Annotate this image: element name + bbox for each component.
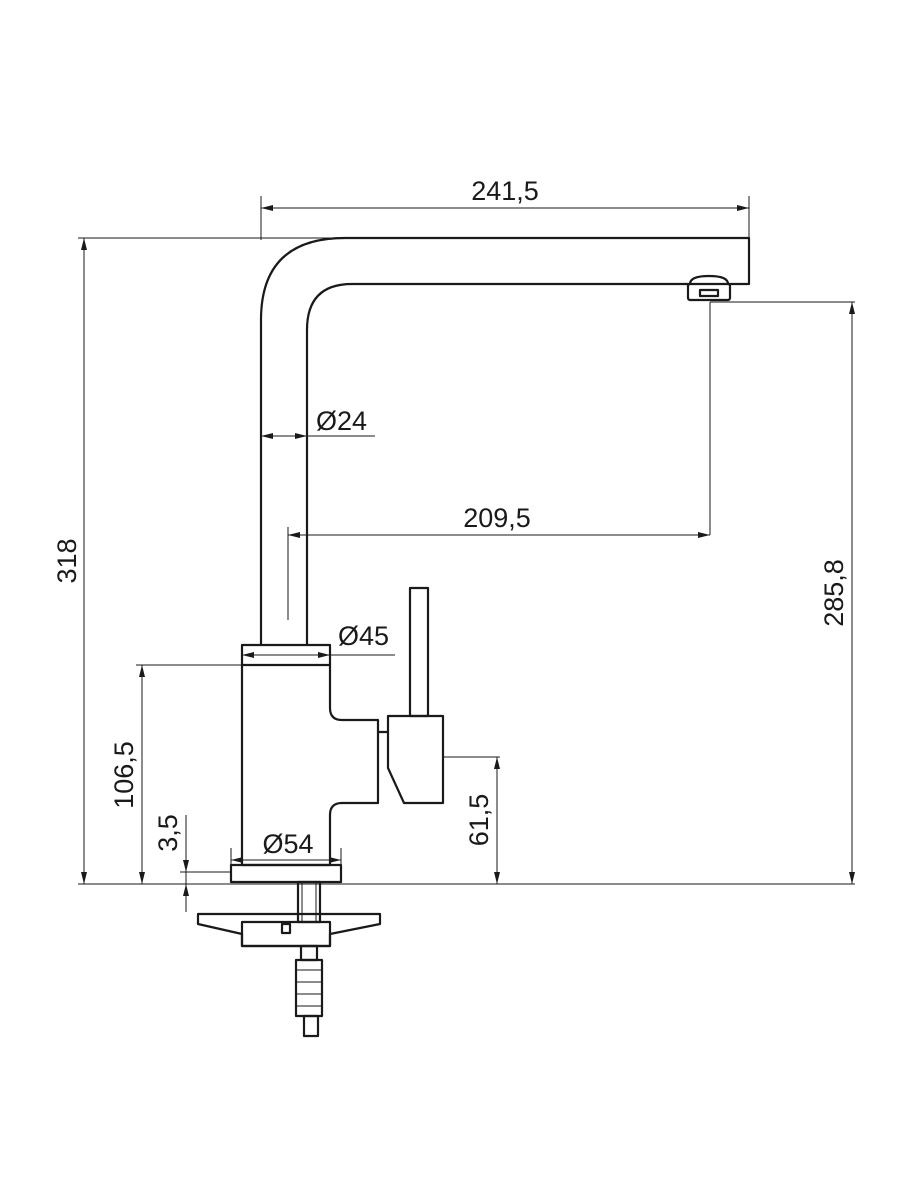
dim-outlet-height: 285,8 (819, 559, 849, 627)
faucet-outline (196, 236, 751, 1038)
base-plate (229, 863, 343, 884)
spout-outer-contour (259, 236, 751, 647)
dim-base-plate-thickness: 3,5 (153, 814, 183, 852)
dim-body-height: 106,5 (109, 741, 139, 809)
threaded-rod (296, 880, 322, 924)
dim-lever-height: 61,5 (464, 794, 494, 847)
spout-inner-contour (305, 282, 692, 647)
dim-body-top-diameter: Ø45 (338, 621, 389, 651)
dimension-lines (78, 196, 855, 912)
dim-spout-reach: 209,5 (463, 503, 531, 533)
dim-base-diameter: Ø54 (262, 829, 313, 859)
dim-spout-diameter: Ø24 (316, 406, 367, 436)
aerator (686, 274, 732, 302)
mounting-bracket (196, 912, 382, 948)
hose-connector (294, 944, 324, 1038)
body (240, 663, 380, 867)
dimension-labels: 241,5 318 285,8 209,5 Ø24 Ø45 Ø54 106,5 … (52, 176, 849, 859)
dim-total-height: 318 (52, 538, 82, 583)
dim-total-width: 241,5 (471, 176, 539, 206)
lever-handle (376, 586, 445, 805)
